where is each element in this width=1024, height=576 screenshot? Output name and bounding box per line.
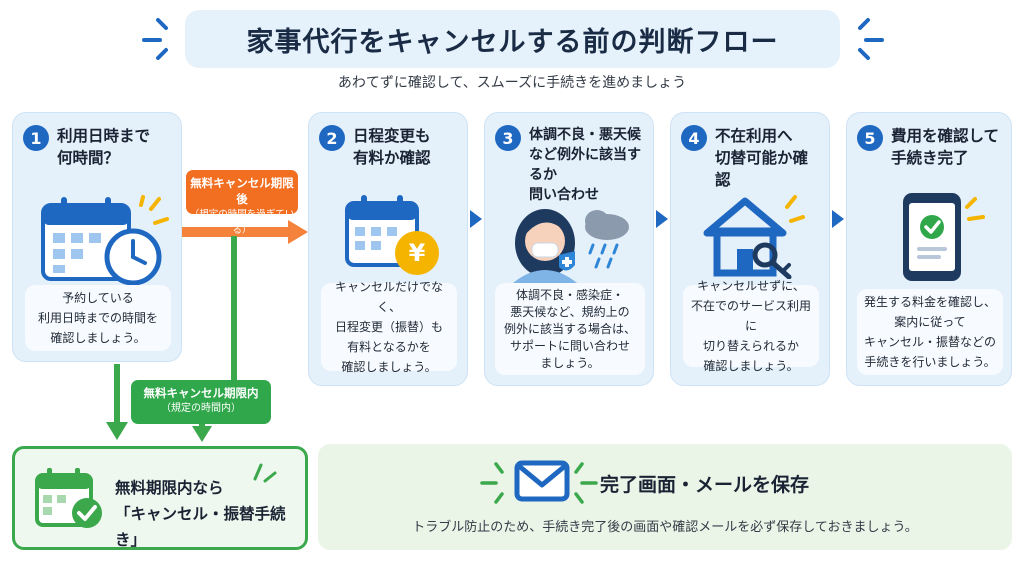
step-title-2: 日程変更も有料か確認 bbox=[353, 127, 431, 167]
step-title-5: 費用を確認して手続き完了 bbox=[891, 127, 1000, 167]
step-desc-4: キャンセルせずに、不在でのサービス利用に切り替えられるか確認しましょう。 bbox=[683, 279, 819, 373]
step-number-2: 2 bbox=[319, 125, 345, 151]
save-title: 完了画面・メールを保存 bbox=[600, 474, 810, 496]
spark-right-green-icon bbox=[574, 462, 598, 504]
page-title: 家事代行をキャンセルする前の判断フロー bbox=[185, 10, 840, 68]
step-title-4: 不在利用へ切替可能か確認 bbox=[715, 127, 809, 189]
step-number-3: 3 bbox=[495, 125, 521, 151]
step-title-1: 利用日時まで何時間？ bbox=[57, 127, 151, 167]
spark-right-icon bbox=[858, 18, 884, 60]
step-number-1: 1 bbox=[23, 125, 49, 151]
save-description: トラブル防止のため、手続き完了後の画面や確認メールを必ず保存しておきましょう。 bbox=[412, 520, 918, 535]
spark-green-icon bbox=[253, 463, 277, 483]
step-card-4: 4 不在利用へ切替可能か確認 キャンセルせずに、不在でのサービス利用に切り替えら… bbox=[670, 112, 830, 386]
arrow-4-5 bbox=[832, 210, 844, 228]
free-result-text: 無料期限内なら 「キャンセル・振替手続き」 bbox=[115, 479, 286, 549]
house-key-icon bbox=[703, 195, 805, 279]
calendar-clock-icon bbox=[41, 195, 169, 286]
step-desc-5: 発生する料金を確認し、案内に従ってキャンセル・振替などの手続きを行いましょう。 bbox=[857, 289, 1003, 375]
arrow-after-deadline bbox=[182, 220, 308, 244]
free-cancel-result: 無料期限内なら 「キャンセル・振替手続き」 bbox=[12, 446, 308, 550]
arrow-within-deadline bbox=[106, 236, 237, 442]
phone-check-icon bbox=[903, 193, 985, 281]
step-title-3: 体調不良・悪天候など例外に該当するか問い合わせ bbox=[529, 127, 641, 203]
step-number-5: 5 bbox=[857, 125, 883, 151]
step-number-4: 4 bbox=[681, 125, 707, 151]
save-reminder: 完了画面・メールを保存 トラブル防止のため、手続き完了後の画面や確認メールを必ず… bbox=[318, 444, 1012, 550]
step-card-2: 2 日程変更も有料か確認 ¥ キャンセルだけでなく、日程変更（振替）も有料となる… bbox=[308, 112, 468, 386]
calendar-yen-icon: ¥ bbox=[345, 195, 439, 275]
step-desc-3: 体調不良・感染症・悪天候など、規約上の例外に該当する場合は、サポートに問い合わせ… bbox=[495, 283, 645, 375]
page-subtitle: あわてずに確認して、スムーズに手続きを進めましょう bbox=[337, 75, 687, 91]
step-desc-2: キャンセルだけでなく、日程変更（振替）も有料となるかを確認しましょう。 bbox=[321, 280, 457, 374]
calendar-check-icon bbox=[35, 468, 102, 528]
step-card-3: 3 体調不良・悪天候など例外に該当するか問い合わせ 体調不良・感染症・悪天候など… bbox=[484, 112, 654, 386]
person-mask-rain-icon bbox=[513, 209, 629, 283]
arrow-3-4 bbox=[656, 210, 668, 228]
step-card-5: 5 費用を確認して手続き完了 発生する料金を確認し、案内に従ってキャンセル・振替… bbox=[846, 112, 1012, 386]
spark-left-icon bbox=[142, 18, 168, 60]
spark-left-green-icon bbox=[480, 462, 504, 504]
badge-after-deadline: 無料キャンセル期限後 （規定の時間を過ぎている） bbox=[186, 170, 298, 236]
step-card-1: 1 利用日時まで何時間？ 予約している利用日時までの時間を確認しましょう。 bbox=[12, 112, 182, 362]
step-desc-1: 予約している利用日時までの時間を確認しましょう。 bbox=[25, 285, 171, 351]
arrow-2-3 bbox=[470, 210, 482, 228]
mail-icon bbox=[514, 460, 570, 502]
badge-within-deadline: 無料キャンセル期限内 （規定の時間内） bbox=[131, 380, 271, 424]
yen-symbol: ¥ bbox=[409, 239, 426, 267]
